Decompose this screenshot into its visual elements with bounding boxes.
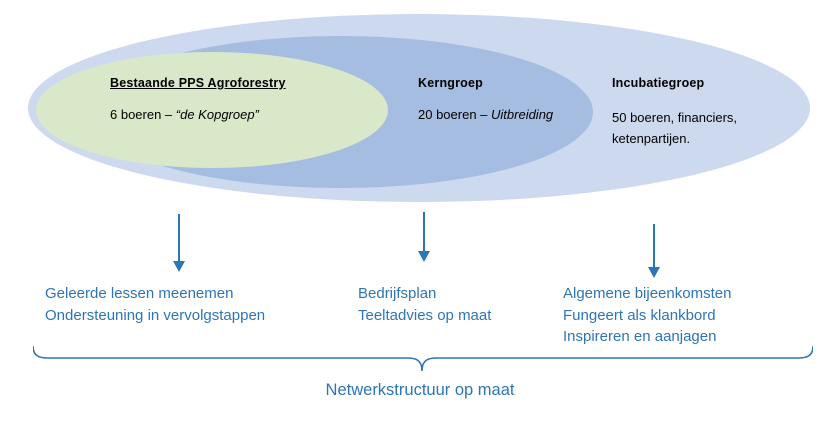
down-arrow-kerngroep-head: [418, 251, 430, 262]
outcome-incubatiegroep-line1: Algemene bijeenkomsten: [563, 285, 732, 302]
down-arrow-kerngroep: [418, 212, 430, 262]
kopgroep-ellipse: [36, 52, 388, 168]
group-kopgroep: Bestaande PPS Agroforestry 6 boeren – “d…: [110, 76, 286, 122]
down-arrow-kopgroep-line: [178, 214, 180, 261]
outcome-kerngroep-line1: Bedrijfsplan: [358, 285, 437, 302]
group-incubatiegroep-line1: 50 boeren, financiers,: [612, 110, 738, 125]
group-kerngroep-subtitle-prefix: 20 boeren –: [418, 107, 492, 122]
group-incubatiegroep-subtitle: 50 boeren, financiers, ketenpartijen.: [612, 107, 737, 149]
outcome-kopgroep: Geleerde lessen meenemen Ondersteuning i…: [45, 283, 265, 326]
outcome-kerngroep: Bedrijfsplan Teeltadvies op maat: [358, 283, 491, 326]
down-arrow-kopgroep-head: [173, 261, 185, 272]
down-arrow-kerngroep-line: [423, 212, 425, 251]
group-kerngroep-title: Kerngroep: [418, 76, 484, 90]
group-incubatiegroep-line2: ketenpartijen.: [612, 131, 691, 146]
outcome-incubatiegroep-line3: Inspireren en aanjagen: [563, 328, 717, 345]
outcome-incubatiegroep: Algemene bijeenkomsten Fungeert als klan…: [563, 283, 731, 348]
outcome-incubatiegroep-line2: Fungeert als klankbord: [563, 306, 716, 324]
outcome-kopgroep-line2: Ondersteuning in vervolgstappen: [45, 306, 266, 324]
outcome-kopgroep-line1: Geleerde lessen meenemen: [45, 285, 234, 302]
group-kopgroep-subtitle-prefix: 6 boeren –: [110, 107, 176, 122]
group-incubatiegroep: Incubatiegroep 50 boeren, financiers, ke…: [612, 76, 737, 149]
down-arrow-incubatiegroep: [648, 224, 660, 278]
group-kerngroep-subtitle-italic: Uitbreiding: [491, 107, 554, 122]
down-arrow-kopgroep: [173, 214, 185, 272]
outcome-kerngroep-line2: Teeltadvies op maat: [358, 306, 492, 324]
curly-brace: [33, 345, 813, 372]
down-arrow-incubatiegroep-line: [653, 224, 655, 267]
group-kopgroep-subtitle-italic: “de Kopgroep”: [175, 107, 259, 122]
group-kerngroep: Kerngroep 20 boeren – Uitbreiding: [418, 76, 553, 122]
diagram-caption: Netwerkstructuur op maat: [325, 381, 515, 399]
group-kopgroep-title: Bestaande PPS Agroforestry: [110, 76, 286, 90]
down-arrow-incubatiegroep-head: [648, 267, 660, 278]
group-kopgroep-subtitle: 6 boeren – “de Kopgroep”: [110, 107, 286, 122]
group-kerngroep-subtitle: 20 boeren – Uitbreiding: [418, 107, 553, 122]
group-incubatiegroep-title: Incubatiegroep: [612, 76, 705, 90]
